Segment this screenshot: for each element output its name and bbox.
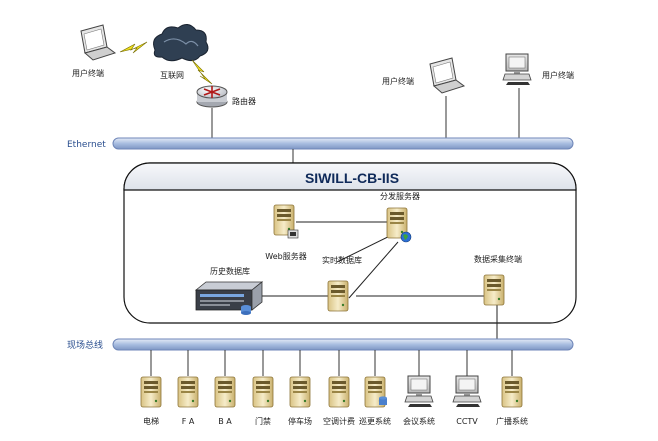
history-db-icon xyxy=(194,281,264,315)
workstation-icon xyxy=(404,375,434,408)
ethernet-label: Ethernet xyxy=(67,140,106,150)
subsystem-label: B A xyxy=(218,417,232,426)
server-icon xyxy=(252,376,274,408)
subsystem-label: F A xyxy=(182,417,195,426)
server-icon xyxy=(289,376,311,408)
server-icon xyxy=(177,376,199,408)
system-title: SIWILL-CB-IIS xyxy=(305,170,399,186)
dispatch-server-label: 分发服务器 xyxy=(380,191,420,201)
laptop-left-label: 用户终端 xyxy=(72,68,104,78)
subsystem-devices: 电梯 F A B A 门禁 停车场 空调计费巡更系统 会议系统 CCTV 广播系统 xyxy=(140,350,528,426)
field-bus xyxy=(112,338,574,351)
laptop-left-icon xyxy=(80,24,116,61)
server-icon xyxy=(328,376,350,408)
dispatch-server-icon xyxy=(386,207,412,243)
workstation-icon xyxy=(452,375,482,408)
laptop-right-label: 用户终端 xyxy=(382,76,414,86)
router-icon xyxy=(196,85,228,108)
web-server-label: Web服务器 xyxy=(265,251,306,261)
subsystem-label: 空调计费 xyxy=(323,416,355,426)
server-icon xyxy=(501,376,523,408)
core-system-panel xyxy=(123,162,577,324)
laptop-right-icon xyxy=(429,57,465,94)
realtime-db-label: 实时数据库 xyxy=(322,255,362,265)
subsystem-label: 停车场 xyxy=(288,416,312,426)
history-db-label: 历史数据库 xyxy=(210,266,250,276)
subsystem-label: 门禁 xyxy=(255,416,271,426)
acquisition-terminal-icon xyxy=(483,274,505,306)
desktop-right-label: 用户终端 xyxy=(542,70,574,80)
desktop-right-icon xyxy=(502,53,532,86)
server-icon xyxy=(364,376,387,408)
internet-cloud-icon xyxy=(153,24,209,62)
internet-label: 互联网 xyxy=(160,71,184,80)
subsystem-label: 巡更系统 xyxy=(359,416,391,426)
subsystem-label: 电梯 xyxy=(143,416,159,426)
subsystem-label: CCTV xyxy=(456,417,478,426)
lightning-bolt-icon xyxy=(191,59,213,85)
web-server-icon xyxy=(273,204,299,239)
subsystem-label: 广播系统 xyxy=(496,416,528,426)
acquisition-terminal-label: 数据采集终端 xyxy=(474,254,522,264)
server-icon xyxy=(140,376,162,408)
ethernet-bus xyxy=(112,137,574,150)
subsystem-label: 会议系统 xyxy=(403,416,435,426)
router-label: 路由器 xyxy=(232,96,256,106)
lightning-bolt-icon xyxy=(119,41,148,54)
server-icon xyxy=(214,376,236,408)
realtime-db-icon xyxy=(327,280,349,312)
field-bus-label: 现场总线 xyxy=(67,339,103,351)
